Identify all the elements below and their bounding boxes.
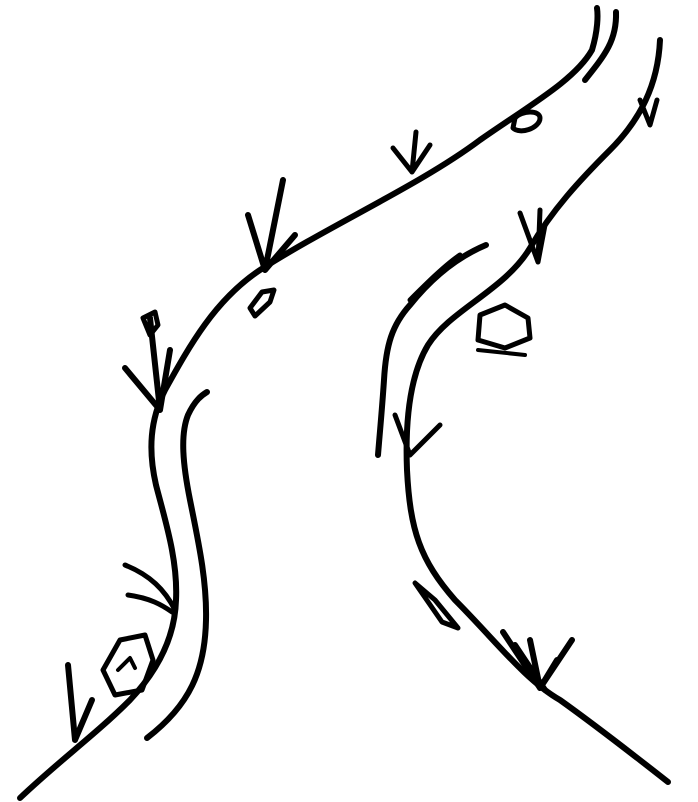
stone	[103, 635, 153, 695]
grass-tuft	[393, 132, 430, 172]
grass-tuft	[68, 665, 92, 740]
stone-detail	[478, 350, 525, 355]
pebble	[415, 583, 458, 628]
ripple-stroke	[585, 12, 616, 80]
stone-detail	[118, 658, 135, 670]
stone	[478, 305, 530, 348]
pebble	[513, 112, 540, 131]
ripple-stroke	[410, 255, 460, 300]
grass-tuft	[395, 415, 440, 455]
grass-tuft	[125, 565, 175, 612]
pebble	[250, 290, 274, 316]
grass-tuft	[248, 180, 295, 270]
grass-tuft	[640, 100, 657, 125]
